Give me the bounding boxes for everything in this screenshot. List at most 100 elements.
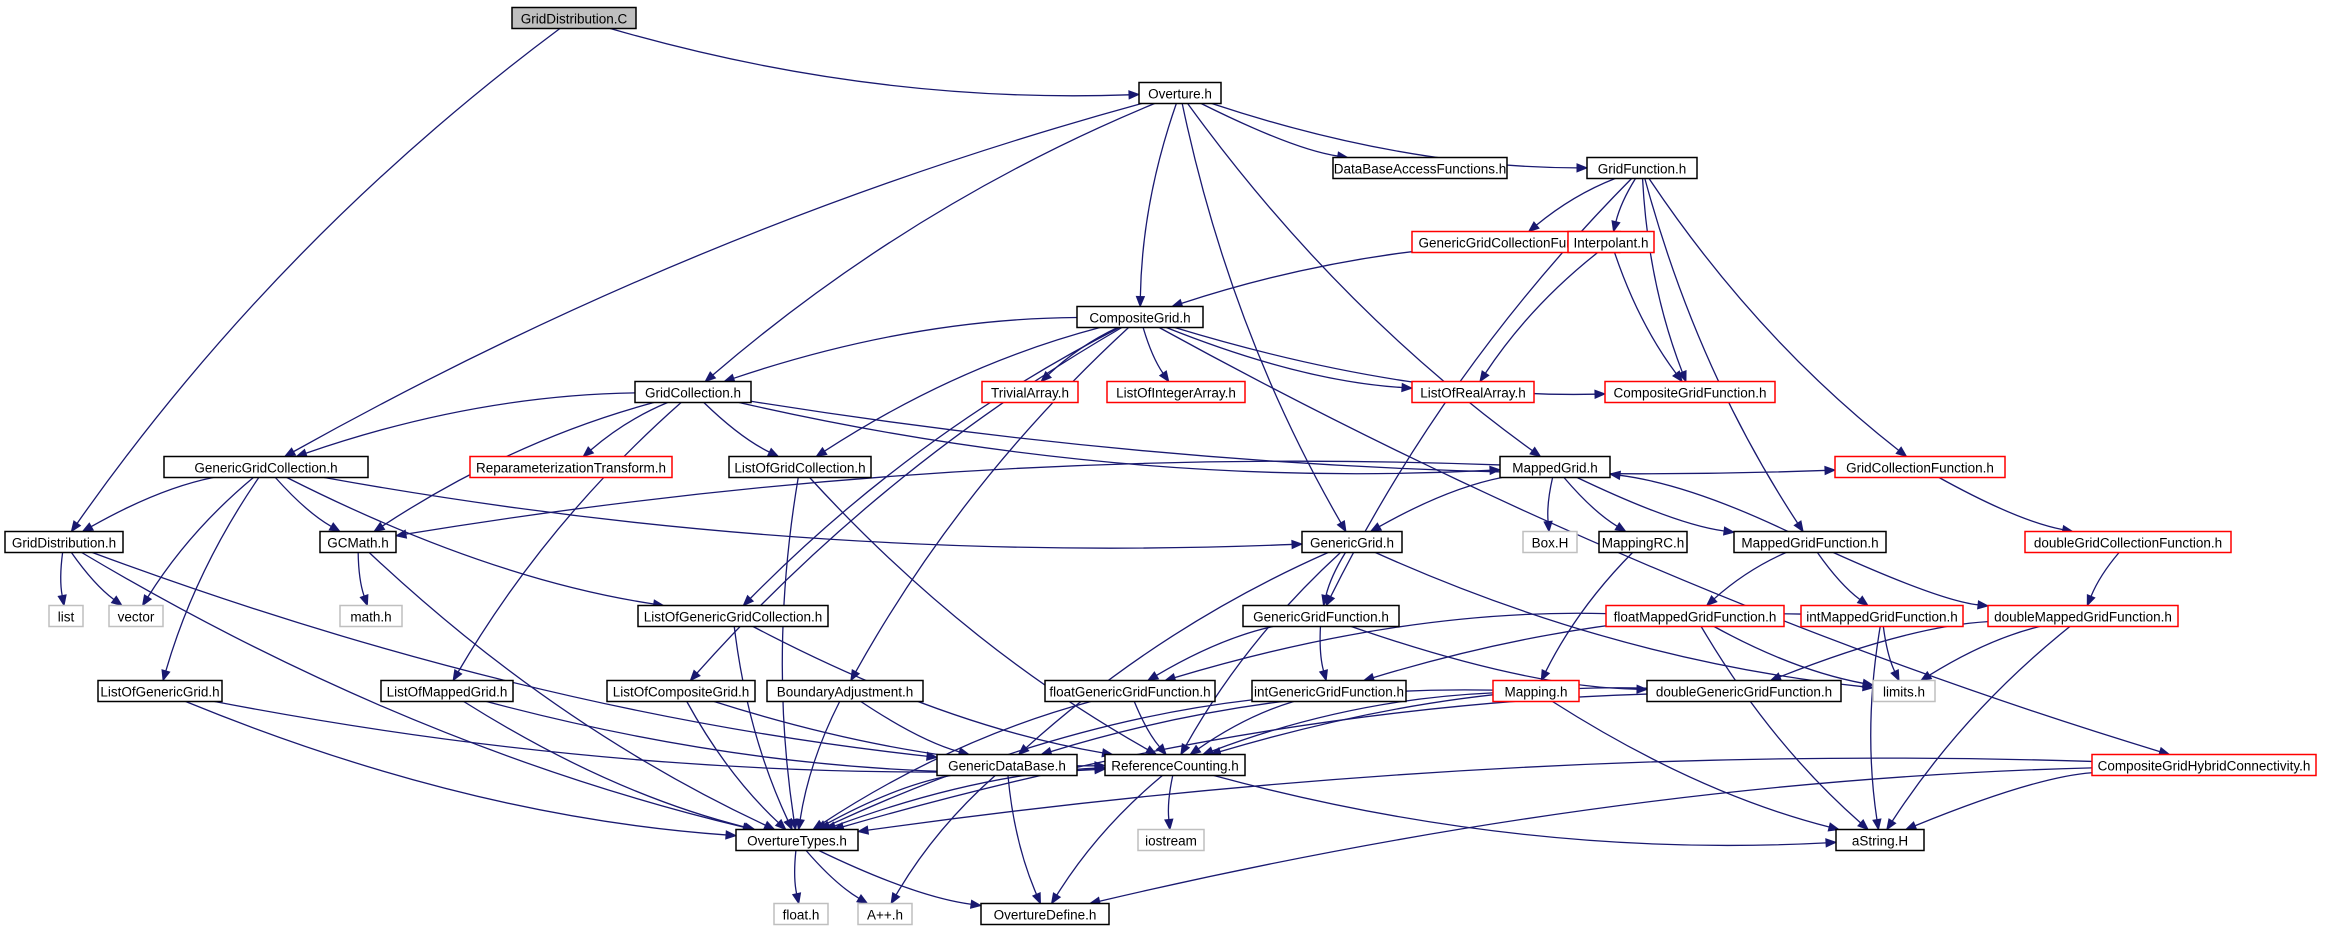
edge-line (1576, 476, 1725, 532)
node-mappedgrid-h[interactable]: MappedGrid.h (1499, 455, 1611, 479)
node-listofgridcollection-h[interactable]: ListOfGridCollection.h (728, 455, 872, 479)
node-box (1835, 828, 1925, 852)
edge-line (1056, 775, 1163, 896)
edge-line (1325, 552, 1347, 596)
arrowhead-icon (1861, 678, 1875, 688)
node-box (2024, 530, 2232, 554)
node-label: ListOfMappedGrid.h (387, 685, 508, 700)
arrowhead-icon (70, 520, 82, 533)
node-label: GridFunction.h (1598, 162, 1687, 177)
node-astring-h[interactable]: aString.H (1835, 828, 1925, 852)
node-referencecounting-h[interactable]: ReferenceCounting.h (1104, 753, 1246, 777)
edges-layer (57, 27, 2171, 909)
node-mappingrc-h[interactable]: MappingRC.h (1598, 530, 1688, 554)
node-label: iostream (1145, 834, 1197, 849)
node-gridcollectionfunction-h[interactable]: GridCollectionFunction.h (1834, 455, 2006, 479)
node-gridcollection-h[interactable]: GridCollection.h (634, 380, 752, 404)
node-intmappedgridfunction-h[interactable]: intMappedGridFunction.h (1800, 604, 1964, 628)
node-compositegridfunction-h[interactable]: CompositeGridFunction.h (1604, 380, 1776, 404)
node-gcmath-h[interactable]: GCMath.h (319, 530, 397, 554)
node-label: limits.h (1883, 685, 1925, 700)
edge-mappedgrid-h-to-mappedgridfunction-h (1576, 476, 1736, 536)
node-listofgenericgrid-h[interactable]: ListOfGenericGrid.h (97, 679, 223, 703)
edge-overture-h-to-compositegrid-h (1135, 103, 1177, 308)
node-boundaryadjustment-h[interactable]: BoundaryAdjustment.h (766, 679, 924, 703)
arrowhead-icon (1040, 370, 1052, 383)
node-genericdatabase-h[interactable]: GenericDataBase.h (936, 753, 1078, 777)
node-intgenericgridfunction-h[interactable]: intGenericGridFunction.h (1251, 679, 1407, 703)
edge-gcmath-h-to-math-h (357, 552, 369, 607)
node-box (1522, 530, 1578, 554)
node-listofmappedgrid-h[interactable]: ListOfMappedGrid.h (380, 679, 514, 703)
node-databaseaccessfunctions-h[interactable]: DataBaseAccessFunctions.h (1332, 156, 1508, 180)
edge-line (1914, 772, 2093, 827)
edge-line (1552, 700, 1830, 828)
edge-compositegridhybridconnectivity-h-to-overturetypes-h (856, 757, 2093, 835)
node-mapping-h[interactable]: Mapping.h (1492, 679, 1580, 703)
node-list[interactable]: list (48, 604, 84, 628)
edge-griddistribution-h-to-genericdatabase-h (92, 551, 939, 761)
edge-line (1197, 700, 1294, 750)
edge-line (70, 552, 115, 601)
node-genericgridcollection-h[interactable]: GenericGridCollection.h (163, 455, 369, 479)
edge-overture-h-to-mappedgrid-h (1187, 103, 1542, 458)
edge-line (686, 701, 779, 824)
node-floatgenericgridfunction-h[interactable]: floatGenericGridFunction.h (1044, 679, 1216, 703)
node-listofintegerarray-h[interactable]: ListOfIntegerArray.h (1106, 380, 1246, 404)
node-doublegenericgridfunction-h[interactable]: doubleGenericGridFunction.h (1646, 679, 1842, 703)
node-griddistribution-h[interactable]: GridDistribution.h (4, 530, 124, 554)
node-trivialarray-h[interactable]: TrivialArray.h (981, 380, 1079, 404)
node-vector[interactable]: vector (108, 604, 164, 628)
node-a-h[interactable]: A++.h (857, 902, 913, 926)
edge-line (1213, 774, 1827, 847)
node-box (380, 679, 514, 703)
node-iostream[interactable]: iostream (1137, 828, 1205, 852)
node-label: list (58, 610, 75, 625)
node-compositegridhybridconnectivity-h[interactable]: CompositeGridHybridConnectivity.h (2091, 753, 2317, 777)
node-box-h[interactable]: Box.H (1522, 530, 1578, 554)
arrowhead-icon (1369, 522, 1383, 533)
node-label: float.h (783, 908, 820, 923)
edge-listofgridcollection-h-to-overturetypes-h (781, 477, 799, 831)
edge-line (1379, 476, 1503, 528)
edge-line (1167, 775, 1174, 820)
node-overturetypes-h[interactable]: OvertureTypes.h (735, 828, 859, 852)
node-listofcompositegrid-h[interactable]: ListOfCompositeGrid.h (606, 679, 756, 703)
edge-mappedgrid-h-to-box-h (1543, 477, 1554, 533)
node-box (1301, 530, 1403, 554)
edge-line (738, 401, 1491, 475)
node-reparameterizationtransform-h[interactable]: ReparameterizationTransform.h (469, 455, 673, 479)
arrowhead-icon (1904, 821, 1918, 831)
edge-mappingrc-h-to-mapping-h (1540, 552, 1634, 682)
node-label: doubleGenericGridFunction.h (1656, 685, 1832, 700)
arrowhead-icon (815, 446, 828, 458)
node-overturedefine-h[interactable]: OvertureDefine.h (980, 902, 1110, 926)
node-doublegridcollectionfunction-h[interactable]: doubleGridCollectionFunction.h (2024, 530, 2232, 554)
edge-line (1870, 626, 1881, 820)
node-genericgridfunction-h[interactable]: GenericGridFunction.h (1242, 604, 1400, 628)
node-box (469, 455, 673, 479)
node-listofrealarray-h[interactable]: ListOfRealArray.h (1411, 380, 1535, 404)
edge-line (1319, 626, 1325, 672)
node-mappedgridfunction-h[interactable]: MappedGridFunction.h (1733, 530, 1887, 554)
node-box (1800, 604, 1964, 628)
node-griddistribution-c[interactable]: GridDistribution.C (511, 6, 637, 30)
node-limits-h[interactable]: limits.h (1872, 679, 1936, 703)
node-math-h[interactable]: math.h (339, 604, 403, 628)
node-genericgrid-h[interactable]: GenericGrid.h (1301, 530, 1403, 554)
node-listofgenericgridcollection-h[interactable]: ListOfGenericGridCollection.h (637, 604, 829, 628)
node-floatmappedgridfunction-h[interactable]: floatMappedGridFunction.h (1605, 604, 1785, 628)
node-label: GridCollection.h (645, 386, 741, 401)
node-float-h[interactable]: float.h (773, 902, 829, 926)
node-compositegrid-h[interactable]: CompositeGrid.h (1076, 305, 1204, 329)
node-doublemappedgridfunction-h[interactable]: doubleMappedGridFunction.h (1987, 604, 2179, 628)
arrowhead-icon (1824, 465, 1837, 476)
edge-line (81, 551, 744, 828)
node-interpolant-h[interactable]: Interpolant.h (1567, 230, 1655, 254)
node-label: GenericGridCollectionFunction.h (1418, 236, 1613, 251)
arrowhead-icon (1529, 446, 1542, 458)
edge-compositegrid-h-to-listofgridcollection-h (815, 326, 1101, 458)
node-overture-h[interactable]: Overture.h (1138, 81, 1222, 105)
edge-line (750, 400, 1826, 475)
node-gridfunction-h[interactable]: GridFunction.h (1586, 156, 1698, 180)
